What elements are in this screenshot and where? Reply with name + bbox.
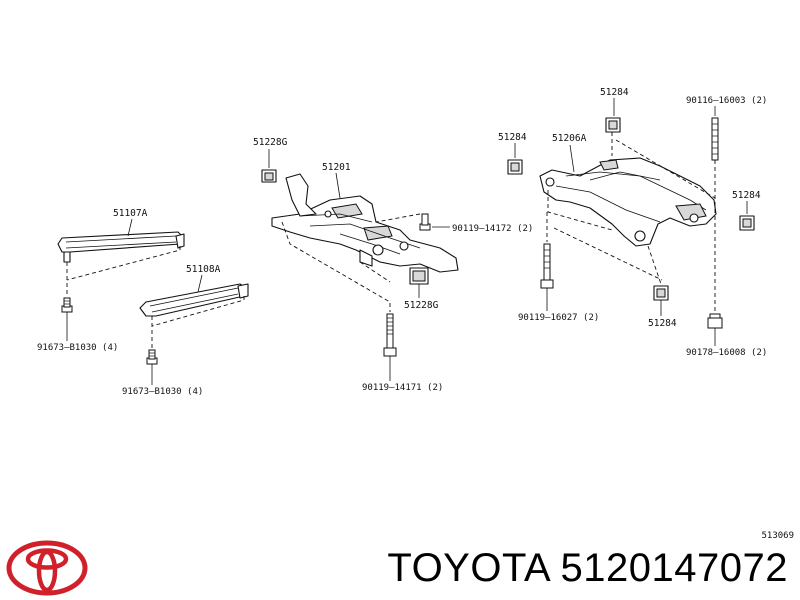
stud-90116-16003 — [711, 117, 719, 161]
dash-51284-left — [547, 190, 613, 231]
bolt-91673-B1030-a — [61, 297, 73, 313]
label-51284-bottom: 51284 — [648, 318, 677, 329]
part-51284-left-bushing — [507, 159, 523, 175]
bolt-90119-16027 — [540, 243, 554, 289]
label-90119-14172: 90119–14172 (2) — [452, 224, 533, 234]
dash-14171-b — [359, 261, 391, 283]
part-51228G-top-bushing — [261, 169, 277, 183]
part-51284-bottom-bushing — [653, 285, 669, 301]
dash-16027-b — [553, 227, 663, 281]
label-51228G-top: 51228G — [253, 137, 288, 148]
dash-51107A-right — [66, 246, 181, 281]
leader-51206A — [569, 144, 575, 173]
label-51284-right: 51284 — [732, 190, 761, 201]
label-51228G-bottom: 51228G — [404, 300, 439, 311]
part-51108A-bracket — [139, 283, 249, 317]
part-number-title: TOYOTA 5120147072 — [387, 546, 788, 590]
dash-14172 — [375, 213, 421, 223]
leader-51107A — [127, 218, 133, 237]
dash-51108A-right — [151, 296, 245, 327]
leader-51201 — [335, 172, 341, 199]
bolt-90119-14171 — [383, 313, 397, 357]
label-91673-B1030-a: 91673–B1030 (4) — [37, 343, 118, 353]
toyota-logo-icon — [6, 540, 88, 596]
label-51284-top: 51284 — [600, 87, 629, 98]
part-51284-right-bushing — [739, 215, 755, 231]
bolt-91673-B1030-b — [146, 349, 158, 365]
label-51107A: 51107A — [113, 208, 148, 219]
label-51284-left: 51284 — [498, 132, 527, 143]
label-51206A: 51206A — [552, 133, 587, 144]
dash-51284-bottom — [647, 245, 662, 285]
leader-51108A — [197, 274, 203, 293]
label-91673-B1030-b: 91673–B1030 (4) — [122, 387, 203, 397]
part-51228G-bottom-bushing — [409, 267, 429, 285]
label-90119-14171: 90119–14171 (2) — [362, 383, 443, 393]
diagram-reference-code: 513069 — [761, 531, 794, 541]
label-51201: 51201 — [322, 162, 351, 173]
part-51201-front-crossmember — [271, 173, 459, 273]
dash-stud-top — [615, 139, 716, 199]
label-90178-16008: 90178–16008 (2) — [686, 348, 767, 358]
nut-90178-16008 — [707, 313, 723, 329]
part-51284-top-bushing — [605, 117, 621, 133]
label-90119-16027: 90119–16027 (2) — [518, 313, 599, 323]
label-90116-16003: 90116–16003 (2) — [686, 96, 767, 106]
part-51107A-bracket — [57, 231, 185, 263]
part-51206A-rear-crossmember — [539, 157, 717, 247]
label-51108A: 51108A — [186, 264, 221, 275]
bolt-90119-14172 — [419, 213, 431, 231]
